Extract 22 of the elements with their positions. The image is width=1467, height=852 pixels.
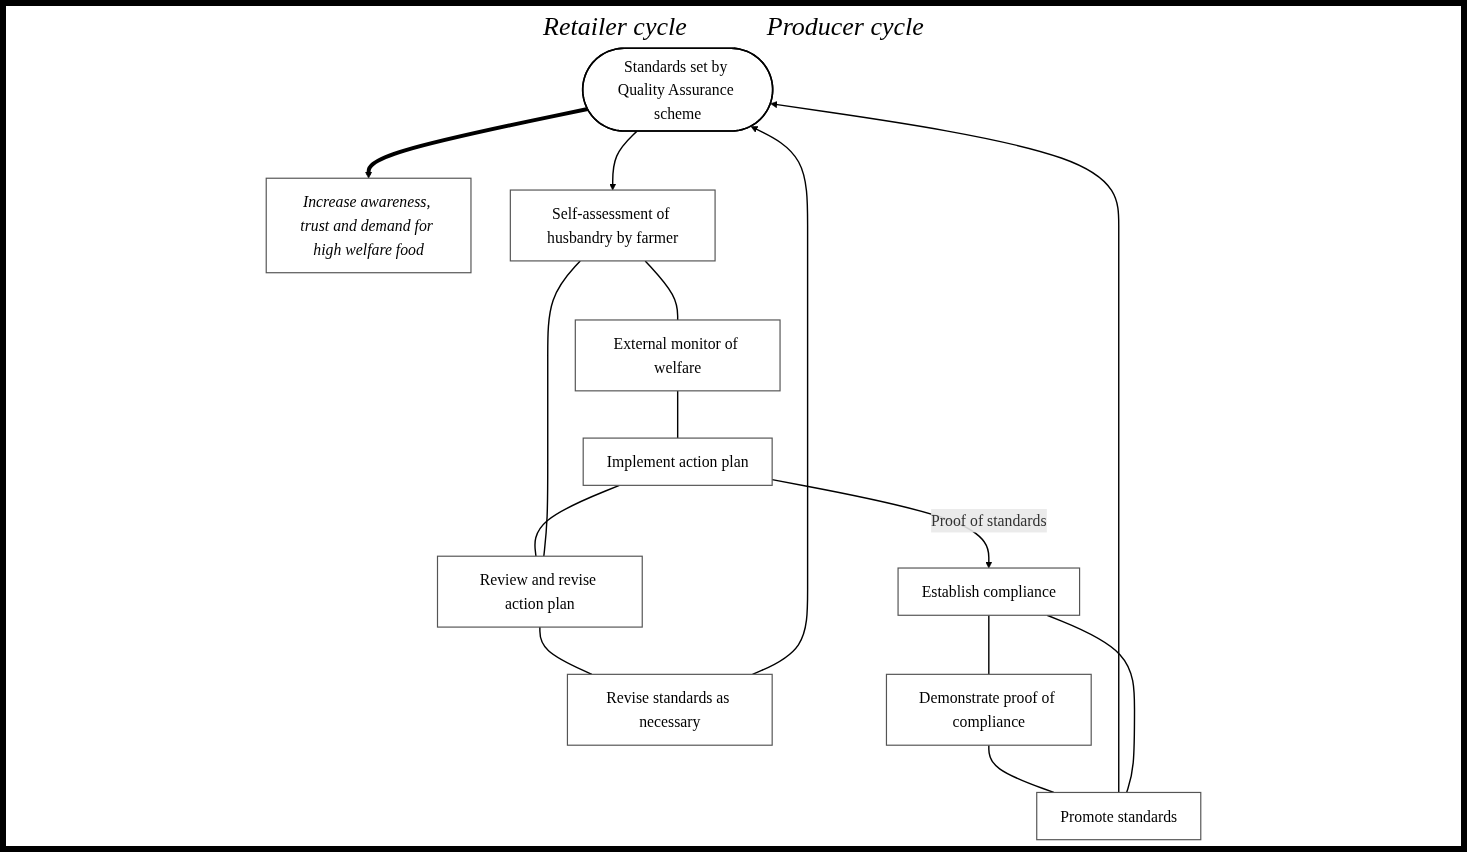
arrow [750, 126, 809, 676]
connector [539, 626, 593, 676]
node-box: Promote standards [1036, 791, 1202, 841]
node-box: Increase awareness, trust and demand for high welfare food [265, 177, 472, 274]
connector [1046, 614, 1136, 794]
node-box: Implement action plan [582, 437, 773, 486]
arrow [365, 107, 589, 179]
connector [543, 260, 581, 557]
connector [988, 744, 1055, 794]
node-box: Self-assessment of husbandry by farmer [509, 189, 716, 262]
cycle-label: Producer cycle [766, 12, 924, 42]
edge-label: Proof of standards [931, 512, 1047, 530]
node-box: Establish compliance [897, 567, 1081, 616]
node-box: Demonstrate proof of compliance [885, 673, 1092, 746]
connector [676, 390, 679, 439]
node-box: Revise standards as necessary [566, 673, 773, 746]
connector [644, 260, 679, 321]
arrow [609, 130, 638, 191]
node-box: Review and revise action plan [436, 555, 643, 628]
cycle-label: Retailer cycle [543, 12, 687, 42]
connector [988, 614, 990, 676]
node-box: External monitor of welfare [574, 319, 781, 392]
